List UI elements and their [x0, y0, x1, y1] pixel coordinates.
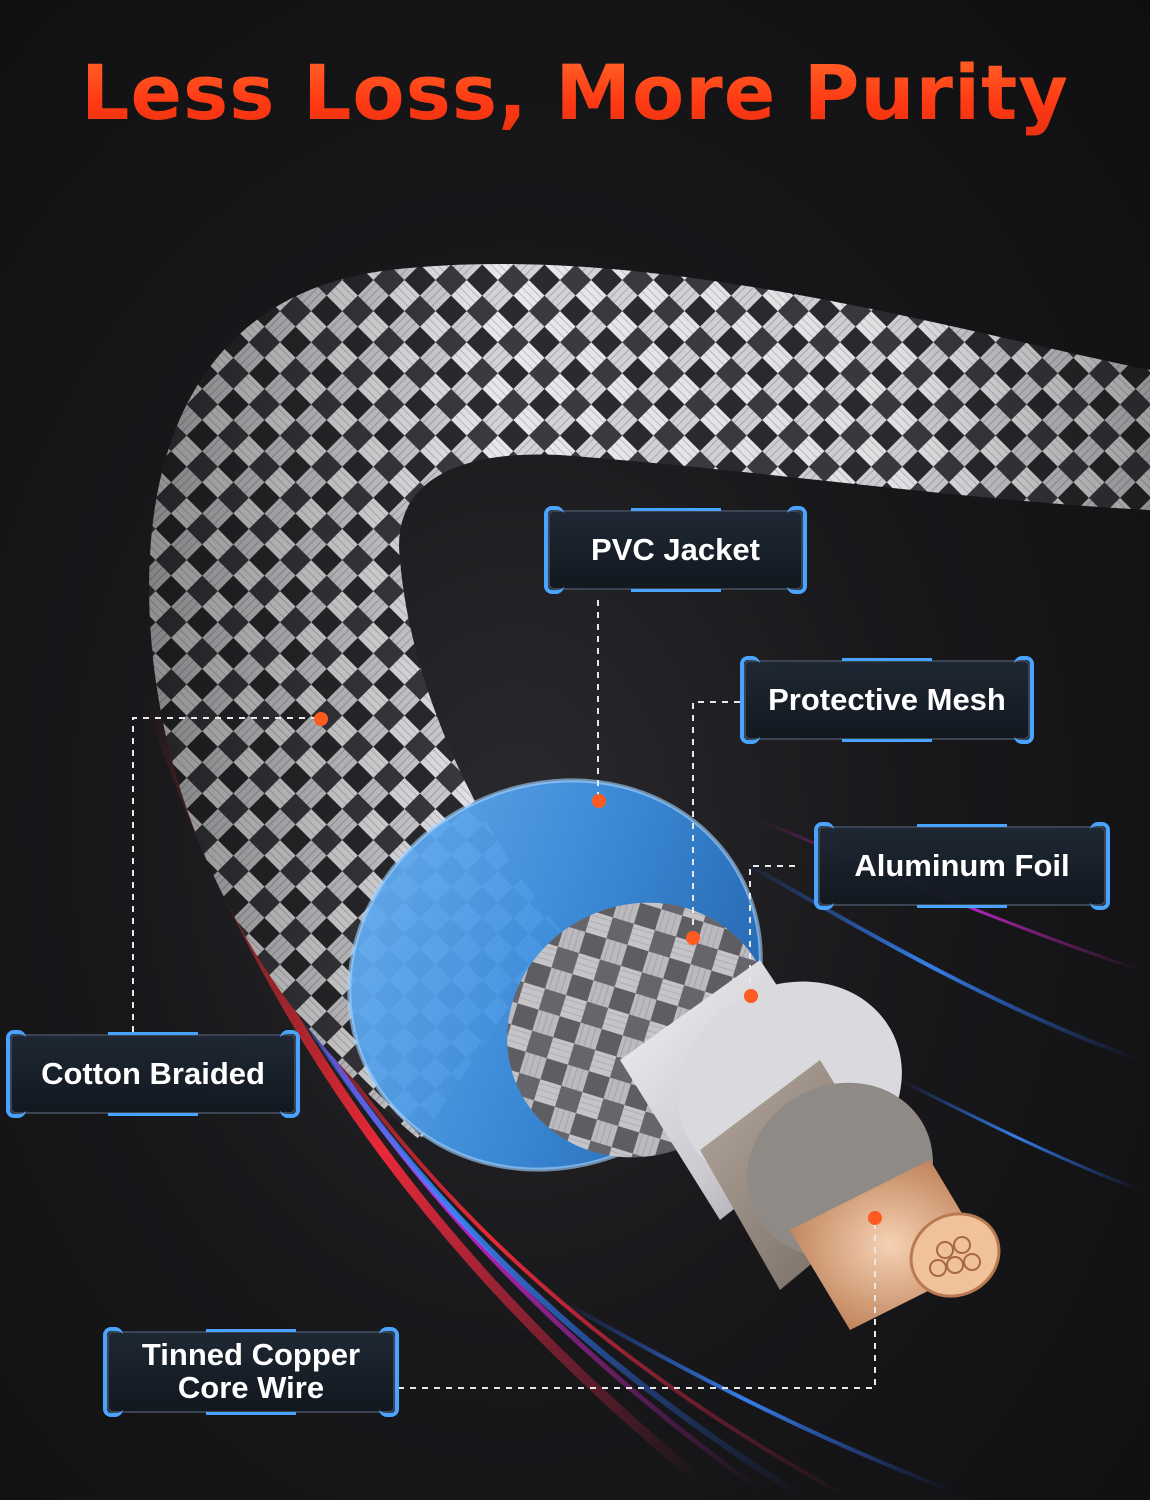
label-pvc-jacket-text: PVC Jacket: [591, 531, 760, 567]
leader-lines: [132, 600, 876, 1389]
label-cotton-braided-text: Cotton Braided: [41, 1055, 265, 1091]
marker-dot-cotton: [314, 712, 328, 726]
marker-dot-copper: [868, 1211, 882, 1225]
label-tinned-copper-core-wire: Tinned Copper Core Wire: [103, 1327, 399, 1417]
label-pvc-jacket: PVC Jacket: [544, 506, 807, 594]
label-aluminum-foil: Aluminum Foil: [814, 822, 1110, 910]
page-headline: Less Loss, More Purity: [0, 48, 1150, 137]
label-protective-mesh: Protective Mesh: [740, 656, 1034, 744]
marker-dot-mesh: [686, 931, 700, 945]
label-cotton-braided: Cotton Braided: [6, 1030, 300, 1118]
marker-dots: [314, 712, 882, 1225]
marker-dot-foil: [744, 989, 758, 1003]
leader-cotton-braided: [132, 717, 320, 1032]
label-tinned-copper-line1: Tinned Copper: [141, 1337, 361, 1373]
leader-protective-mesh: [692, 701, 740, 938]
marker-dot-pvc: [592, 794, 606, 808]
label-protective-mesh-text: Protective Mesh: [768, 681, 1006, 717]
label-tinned-copper-line2: Core Wire: [177, 1370, 325, 1405]
copper-core-wire: [790, 1160, 1001, 1330]
leader-copper-core: [398, 1218, 876, 1389]
leader-aluminum-foil: [749, 865, 795, 996]
label-aluminum-foil-text: Aluminum Foil: [854, 847, 1070, 883]
